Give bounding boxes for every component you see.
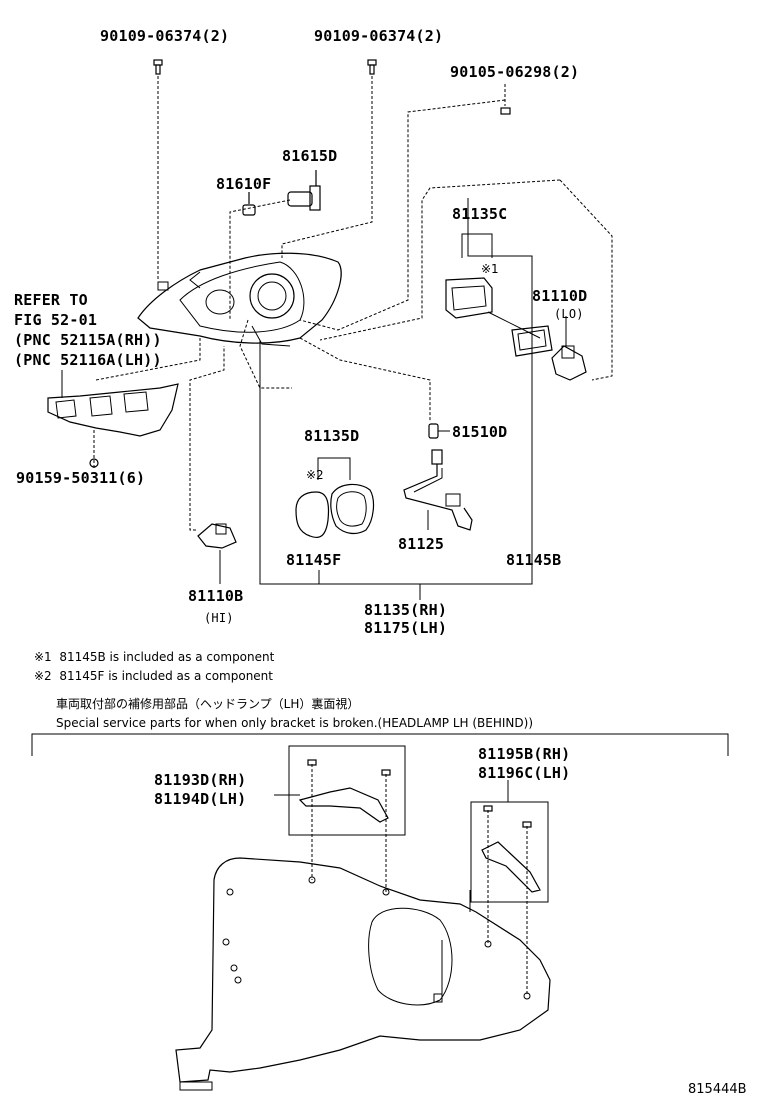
label-mark-2: ※2 xyxy=(306,468,324,482)
bulb-81110b xyxy=(189,346,237,584)
headlamp-back-view xyxy=(175,857,551,1091)
label-90109-left: 90109-06374(2) xyxy=(100,27,230,45)
lens-pair-81135d xyxy=(295,457,375,539)
section-title-jp: 車両取付部の補修用部品（ヘッドランプ（LH）裏面視） xyxy=(56,697,360,711)
label-lo: (LO) xyxy=(554,307,584,321)
figure-id: 815444B xyxy=(688,1082,747,1097)
label-81510d: 81510D xyxy=(452,423,508,441)
label-81135-rh: 81135(RH) xyxy=(364,601,448,619)
seal-ring xyxy=(511,325,553,357)
label-refer-3: (PNC 52115A(RH)) xyxy=(14,331,162,349)
label-refer-4: (PNC 52116A(LH)) xyxy=(14,351,162,369)
bolt-90105 xyxy=(299,84,511,331)
label-81175-lh: 81175(LH) xyxy=(364,619,448,637)
side-bracket xyxy=(47,338,201,470)
label-mark-1: ※1 xyxy=(481,262,499,276)
bolt-90109-right xyxy=(281,59,377,258)
cap-81610f xyxy=(242,192,256,216)
label-81193d-rh: 81193D(RH) xyxy=(154,771,247,789)
mirror-81135c xyxy=(445,233,541,339)
label-refer-1: REFER TO xyxy=(14,291,88,309)
label-90109-right: 90109-06374(2) xyxy=(314,27,444,45)
socket-81510d xyxy=(299,337,450,439)
bulb-81110d xyxy=(319,179,613,381)
label-90105: 90105-06298(2) xyxy=(450,63,580,81)
bottom-section-border xyxy=(31,733,729,756)
headlamp-housing xyxy=(137,252,342,389)
label-81196c-lh: 81196C(LH) xyxy=(478,764,571,782)
label-81145b: 81145B xyxy=(506,551,562,569)
bulb-81615d xyxy=(229,170,321,320)
label-81145f: 81145F xyxy=(286,551,342,569)
label-81195b-rh: 81195B(RH) xyxy=(478,745,571,763)
label-81610f: 81610F xyxy=(216,175,272,193)
label-81194d-lh: 81194D(LH) xyxy=(154,790,247,808)
label-81110b: 81110B xyxy=(188,587,244,605)
note-1: ※1 81145B is included as a component xyxy=(34,650,275,664)
label-refer-2: FIG 52-01 xyxy=(14,311,98,329)
harness-81125 xyxy=(403,449,473,531)
label-81125: 81125 xyxy=(398,535,445,553)
kit-81195b xyxy=(470,780,549,996)
kit-81193d xyxy=(274,745,406,892)
label-81135c: 81135C xyxy=(452,205,508,223)
kit-frame xyxy=(259,198,533,600)
label-90159: 90159-50311(6) xyxy=(16,469,146,487)
note-2: ※2 81145F is included as a component xyxy=(34,669,273,683)
bolt-90109-left xyxy=(153,59,163,280)
label-81135d: 81135D xyxy=(304,427,360,445)
label-81615d: 81615D xyxy=(282,147,338,165)
label-hi: (HI) xyxy=(204,611,234,625)
label-81110d: 81110D xyxy=(532,287,588,305)
section-title-en: Special service parts for when only brac… xyxy=(56,716,534,730)
